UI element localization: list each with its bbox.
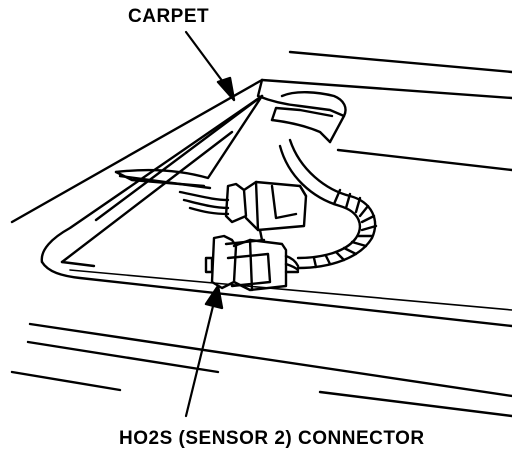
carpet-flap [114, 78, 347, 188]
upper-connector [178, 180, 308, 232]
connector-leader-arrow [184, 284, 224, 418]
carpet-label: CARPET [128, 6, 210, 27]
ho2s-connector [204, 228, 300, 292]
connector-label: HO2S (SENSOR 2) CONNECTOR [119, 428, 425, 449]
harness-tube [278, 138, 378, 270]
floor-panel-lines [10, 50, 512, 418]
carpet-leader-arrow [184, 30, 236, 102]
